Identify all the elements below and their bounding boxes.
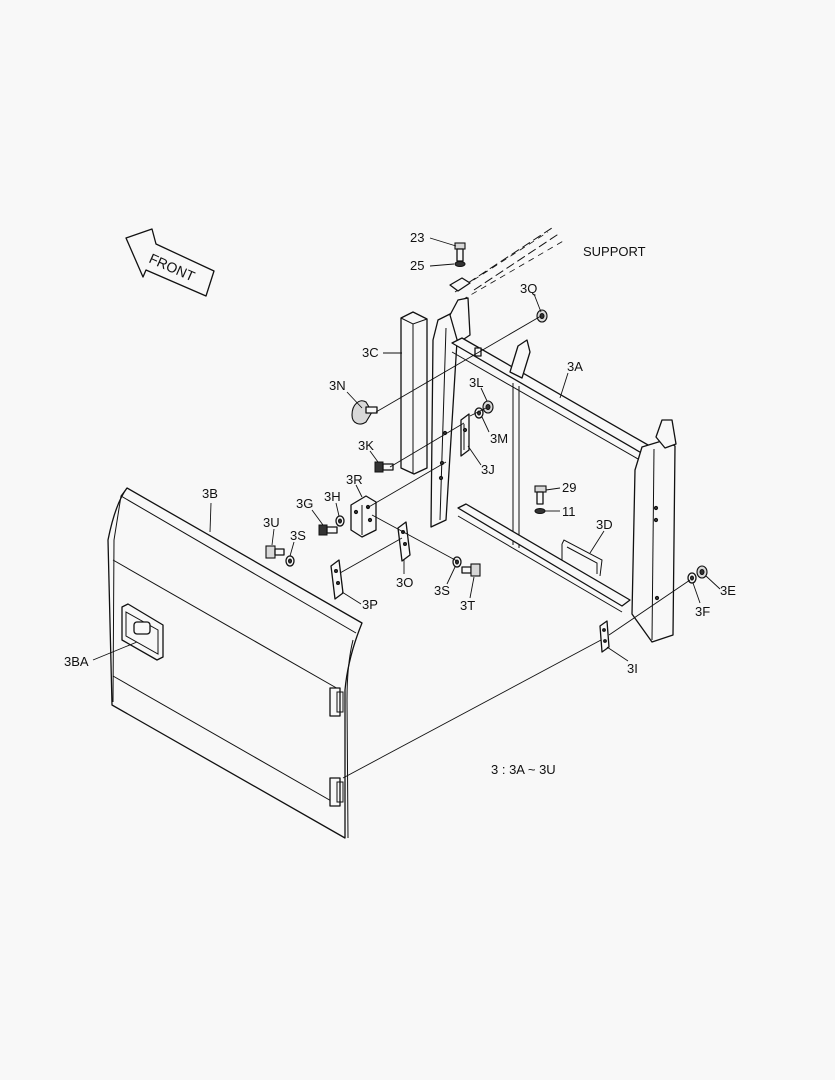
- callout-3G: 3G: [296, 496, 313, 511]
- callout-3L: 3L: [469, 375, 483, 390]
- callout-25: 25: [410, 258, 424, 273]
- plate-3P: [330, 559, 344, 600]
- bolt-3G: [318, 524, 338, 536]
- bolt-3T: [461, 563, 481, 577]
- callout-3I: 3I: [627, 661, 638, 676]
- foam-strip-3C: [400, 311, 428, 475]
- callout-3D: 3D: [596, 517, 613, 532]
- bracket-3R: [350, 495, 377, 538]
- callout-3A: 3A: [567, 359, 583, 374]
- callout-3C: 3C: [362, 345, 379, 360]
- callout-29: 29: [562, 480, 576, 495]
- bolt-3U: [265, 545, 285, 559]
- callout-23: 23: [410, 230, 424, 245]
- washer-3S-right: [452, 556, 462, 568]
- bolt-29: [534, 485, 547, 514]
- frame-bottom-rail: [457, 503, 631, 613]
- bolt-3K: [374, 461, 394, 473]
- frame-center-bar: [512, 383, 520, 548]
- nut-3Q: [536, 309, 548, 323]
- callout-3P: 3P: [362, 597, 378, 612]
- washer-3F: [687, 572, 697, 584]
- hinge-plate-3O: [397, 521, 411, 562]
- bracket-3J: [460, 413, 470, 457]
- frame-right-post: [631, 419, 677, 643]
- callout-labels: 23 25 3Q 3C 3A 3N 3L 3M 3K 3J 3R 3B 3H 3…: [64, 230, 736, 676]
- callout-3M: 3M: [490, 431, 508, 446]
- range-note: 3 : 3A ~ 3U: [491, 762, 556, 777]
- frame-left-post: [430, 297, 471, 528]
- washer-3S-left: [285, 555, 295, 567]
- callout-3F: 3F: [695, 604, 710, 619]
- callout-3U: 3U: [263, 515, 280, 530]
- callout-3H: 3H: [324, 489, 341, 504]
- callout-11: 11: [562, 504, 576, 519]
- door-handle-3BA: [121, 603, 164, 661]
- callout-3K: 3K: [358, 438, 374, 453]
- support-label: SUPPORT: [583, 244, 646, 259]
- hinge-plate-3I: [599, 620, 610, 653]
- callout-3R: 3R: [346, 472, 363, 487]
- callout-3BA: 3BA: [64, 654, 89, 669]
- washer-3H: [335, 515, 345, 527]
- callout-3E: 3E: [720, 583, 736, 598]
- callout-3B: 3B: [202, 486, 218, 501]
- frame-top-rail: [451, 337, 656, 464]
- callout-3O: 3O: [396, 575, 413, 590]
- callout-3T: 3T: [460, 598, 475, 613]
- front-arrow: FRONT: [125, 228, 215, 297]
- handle-3D: [561, 539, 603, 577]
- assembly-lines: [339, 315, 691, 779]
- bumper-3N: [351, 400, 378, 425]
- nut-3L: [482, 400, 494, 414]
- callout-3S-left: 3S: [290, 528, 306, 543]
- callout-3Q: 3Q: [520, 281, 537, 296]
- support-rails: [449, 225, 566, 301]
- nut-3E: [696, 565, 708, 579]
- callout-3S-right: 3S: [434, 583, 450, 598]
- bolt-23: [454, 242, 466, 267]
- callout-3J: 3J: [481, 462, 495, 477]
- callout-3N: 3N: [329, 378, 346, 393]
- leader-lines: [92, 237, 721, 662]
- door-panel-3B: [107, 487, 363, 839]
